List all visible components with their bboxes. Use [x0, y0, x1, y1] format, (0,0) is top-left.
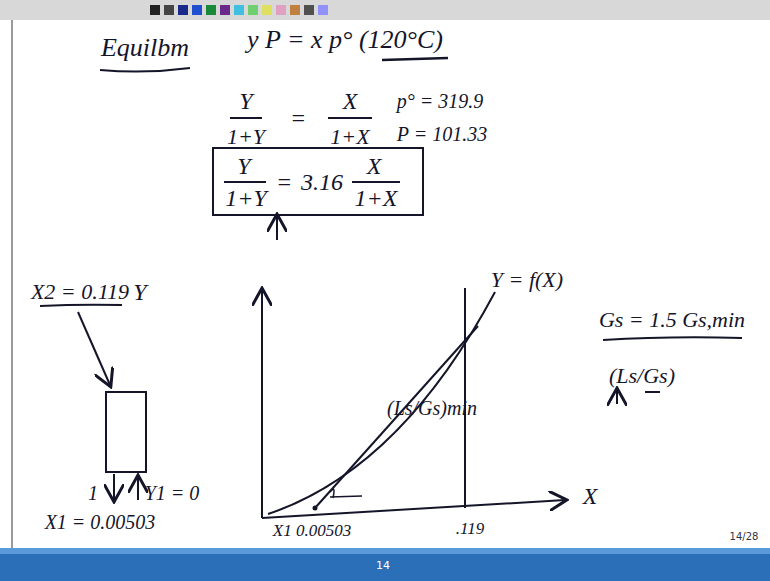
annotation: Y1 = 0	[145, 483, 200, 503]
fraction-bar	[230, 117, 262, 119]
fraction-bar	[328, 117, 372, 119]
x-axis	[262, 500, 565, 518]
equation-term: =	[276, 170, 292, 194]
toolbar-swatches	[150, 5, 328, 15]
annotation: X1 0.00503	[273, 522, 351, 539]
annotation: Gs = 1.5 Gs,min	[599, 309, 745, 331]
equation-term: 1+X	[355, 186, 398, 210]
status-bar	[0, 548, 770, 581]
annotation: X1 = 0.00503	[45, 512, 156, 532]
underline	[382, 58, 448, 60]
annotation: p° = 319.9	[397, 91, 484, 111]
annotation: Y	[239, 89, 252, 113]
annotation: 14	[376, 560, 390, 571]
angle-line	[330, 496, 362, 497]
operating-line	[315, 326, 478, 508]
annotation: X2 = 0.119	[31, 281, 129, 303]
equation-term: 1+Y	[225, 186, 267, 210]
boxed-equation: Y 1+Y = 3.16 X 1+X	[212, 147, 424, 216]
fraction-bar	[224, 181, 266, 183]
annotation: 1+Y	[227, 126, 265, 148]
y-axis	[261, 290, 263, 518]
annotation: y P = x p° (120°C)	[247, 27, 443, 53]
inlet-arrow	[137, 477, 139, 500]
equation-term: Y	[237, 154, 250, 178]
equation-term: 3.16	[301, 170, 343, 194]
outlet-arrow	[113, 474, 115, 500]
annotation: 14/28	[730, 532, 759, 542]
page-border	[11, 20, 13, 548]
annotation: 1	[88, 483, 98, 503]
inlet-arrow	[78, 312, 110, 385]
underline	[100, 68, 190, 72]
pointer-arrow	[276, 216, 278, 240]
annotation: =	[290, 106, 306, 130]
underline	[603, 337, 742, 340]
annotation: .119	[456, 520, 485, 537]
fraction-bar	[352, 181, 400, 183]
toolbar	[0, 0, 770, 20]
underline	[40, 305, 122, 306]
equilibrium-curve	[268, 292, 495, 514]
annotation: 1+X	[330, 126, 369, 148]
equation-term: X	[367, 154, 382, 178]
underline	[645, 391, 660, 393]
annotation: (Ls/Gs)	[609, 365, 675, 387]
annotation: X	[583, 484, 598, 508]
point	[313, 506, 318, 511]
annotation: X	[343, 89, 358, 113]
annotation: Y = f(X)	[491, 269, 563, 291]
column	[106, 392, 146, 472]
annotation: P = 101.33	[397, 124, 487, 144]
pointer-arrow	[616, 390, 618, 404]
heading: Equilbm	[101, 35, 189, 61]
annotation: (Ls/Gs)min	[387, 398, 477, 418]
annotation: Y	[133, 280, 146, 304]
